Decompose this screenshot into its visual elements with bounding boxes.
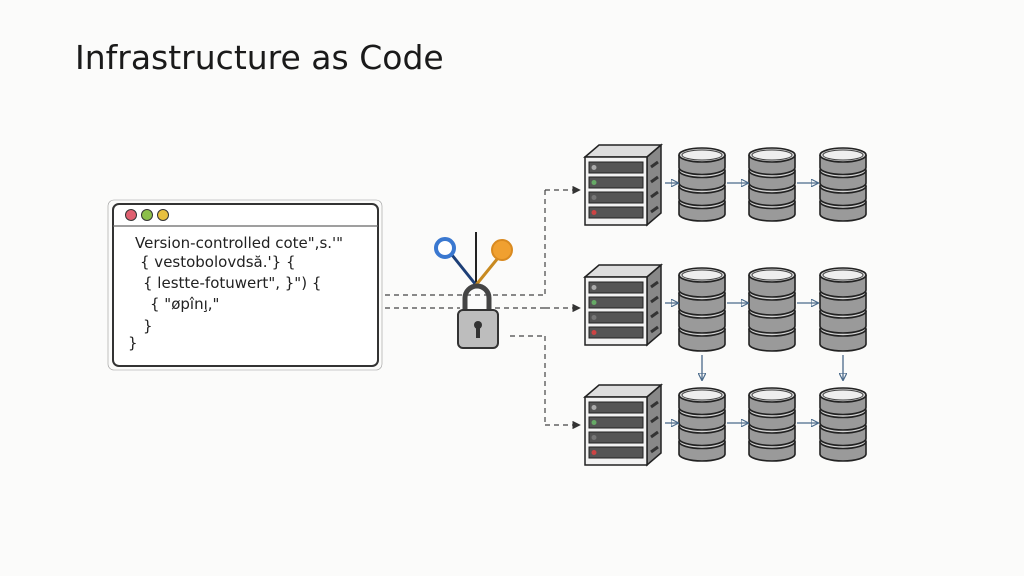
padlock-icon <box>434 232 513 349</box>
code-line: } <box>143 317 153 335</box>
server-rack-icon <box>582 143 664 227</box>
window-dot <box>157 209 169 221</box>
code-line: { lestte-fotuwert", }") { <box>143 274 321 292</box>
code-line: Version-controlled cote",s.'" <box>135 234 343 252</box>
database-stack-icon <box>748 267 796 352</box>
page-title: Infrastructure as Code <box>75 38 444 77</box>
database-stack-icon <box>819 147 867 222</box>
orange-key-icon <box>491 239 513 261</box>
database-stack-icon <box>678 267 726 352</box>
server-rack-icon <box>582 383 664 467</box>
infra-row <box>582 383 867 467</box>
code-line: { "øpînı̧," <box>150 295 219 313</box>
database-stack-icon <box>819 267 867 352</box>
database-stack-icon <box>678 387 726 462</box>
code-line: { vestobolovdsă.'} { <box>140 253 296 271</box>
database-stack-icon <box>748 387 796 462</box>
server-rack-icon <box>582 263 664 347</box>
connectors <box>385 185 581 430</box>
code-window: Version-controlled cote",s.'"{ vestobolo… <box>107 199 383 371</box>
infra-row <box>582 263 867 352</box>
infra-row <box>582 143 867 227</box>
blue-key-icon <box>434 237 456 259</box>
window-dot <box>125 209 137 221</box>
database-stack-icon <box>748 147 796 222</box>
database-stack-icon <box>819 387 867 462</box>
database-stack-icon <box>678 147 726 222</box>
code-line: } <box>128 334 138 352</box>
window-dot <box>141 209 153 221</box>
